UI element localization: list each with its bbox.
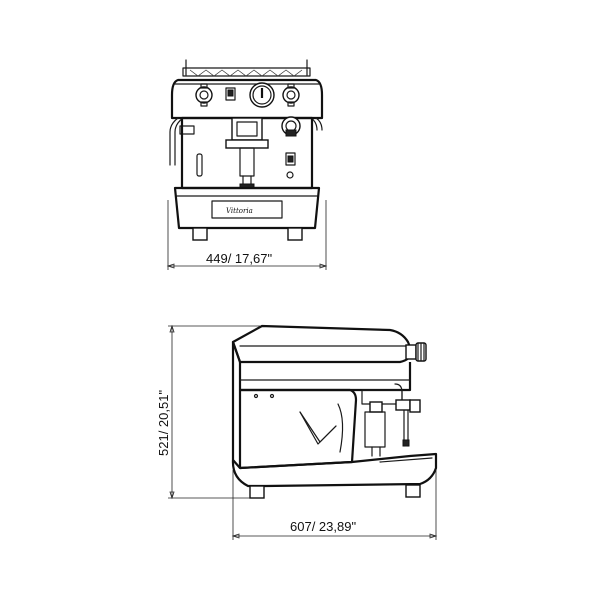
machine-base [173,186,321,230]
brand-label: Vittoria [226,207,253,215]
cup-warmer-rail [182,59,311,77]
indicator-switch-icon [285,152,296,166]
power-switch-icon [225,87,236,101]
height-label: 521/ 20,51" [156,390,171,456]
depth-dimension [231,470,438,540]
side-knob-icon [405,342,427,362]
height-dimension [168,324,260,500]
side-base [231,452,438,488]
width-dimension [166,200,328,270]
side-foot-rear [249,485,265,499]
hot-water-valve-icon [281,116,301,137]
foot-right [287,227,303,241]
width-label: 449/ 17,67" [206,251,272,266]
pressure-gauge-icon [249,82,275,108]
machine-top-body [170,78,324,120]
side-main-body [238,362,412,392]
front-view: Vittoria 449/ 17,67" [166,59,328,270]
side-foot-front [405,484,421,498]
side-view: 521/ 20,51" 607/ 23,89" [156,324,438,540]
indicator-light-icon [286,171,294,179]
foot-left [192,227,208,241]
v-logo-icon [299,411,337,443]
depth-label: 607/ 23,89" [290,519,356,534]
steam-knob-left-icon [195,83,213,107]
side-top-cover [231,324,414,364]
side-panel [238,388,358,470]
steam-knob-right-icon [282,83,300,107]
water-level-window [196,153,203,177]
steam-wand-right [315,117,323,131]
group-head [225,117,269,189]
brand-plate [211,200,283,219]
side-steam-wand [394,383,421,447]
steam-wand-left [169,117,179,166]
